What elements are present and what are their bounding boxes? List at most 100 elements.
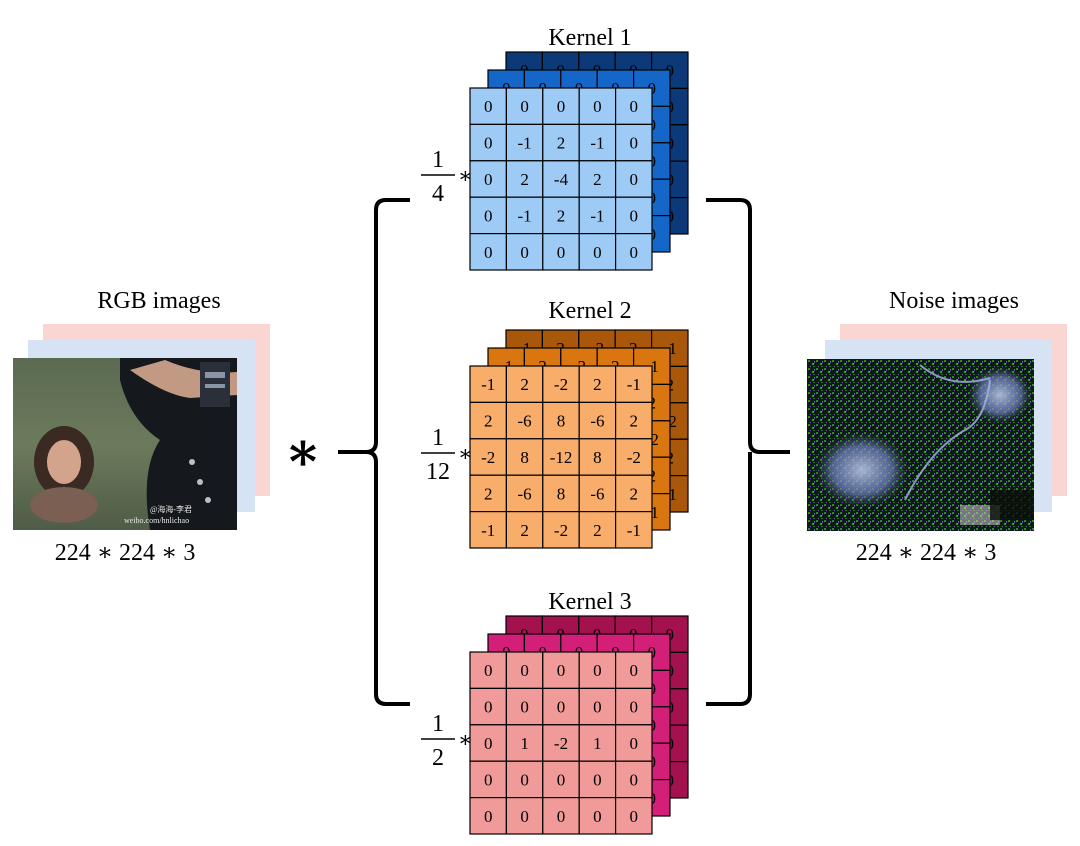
kernel-cell-value: 0: [630, 97, 639, 116]
kernel-cell-value: 0: [557, 807, 566, 826]
kernel-cell-value: 0: [593, 770, 602, 789]
kernel-cell-value: 0: [484, 243, 493, 262]
kernel-cell-value: 0: [557, 243, 566, 262]
kernel-cell: [542, 438, 580, 476]
watermark-line2: weibo.com/hnlichao: [124, 516, 189, 525]
kernel-cell-value: 0: [484, 661, 493, 680]
kernel-cell: [578, 160, 617, 198]
kernel-cell: [614, 87, 653, 126]
kernel-cell-value: 2: [520, 170, 529, 189]
kernel-cell-value: -6: [518, 412, 532, 431]
kernel-cell: [505, 401, 544, 440]
kernel-cell-value: 0: [484, 206, 493, 225]
scale-multiply-sign: ∗: [458, 441, 473, 466]
kernel-cell: [614, 511, 653, 549]
kernel-cell-value: 2: [557, 134, 566, 153]
output-noise-image: [807, 359, 1034, 531]
kernel-title: Kernel 1: [548, 25, 631, 51]
kernel-cell-value: -2: [554, 375, 568, 394]
kernel-cell-value: -2: [481, 448, 495, 467]
kernel-cell-value: 0: [557, 698, 566, 717]
kernel-cell-value: 0: [557, 661, 566, 680]
kernel-cell: [614, 760, 653, 799]
scale-denominator: 4: [432, 181, 444, 207]
kernel-cell-value: 2: [557, 206, 566, 225]
kernel-cell-value: -1: [590, 206, 604, 225]
kernel-cell: [614, 196, 653, 235]
kernel-cell: [469, 438, 508, 476]
kernel-cell: [505, 796, 544, 835]
kernel-cell-value: 0: [593, 698, 602, 717]
scale-denominator: 2: [432, 745, 444, 771]
kernel-cell-value: -2: [554, 521, 568, 540]
kernel-cell: [614, 438, 653, 476]
kernel-cell-value: -6: [590, 484, 604, 503]
input-photo: @海海-李君 weibo.com/hnlichao: [13, 358, 237, 530]
kernel-group: Kernel 1000000-12-1002-4200-12-100000000…: [421, 25, 689, 835]
kernel-cell: [614, 123, 653, 162]
kernel-cell: [614, 724, 653, 762]
kernel-cell-value: 0: [557, 97, 566, 116]
kernel-cell-value: 1: [593, 734, 602, 753]
kernel-cell-value: -2: [627, 448, 641, 467]
kernel-cell-value: 0: [520, 770, 529, 789]
kernel-cell: [542, 87, 580, 126]
right-brace: [706, 198, 790, 706]
kernel-cell-value: 0: [630, 170, 639, 189]
kernel-cell-value: 2: [484, 412, 493, 431]
kernel-cell-value: 0: [593, 661, 602, 680]
input-image-stack: RGB images @海海-李君 weibo.com/hnlichao 224…: [13, 288, 270, 566]
kernel-cell: [505, 724, 544, 762]
kernel-cell-value: 2: [630, 484, 639, 503]
kernel-cell: [542, 401, 580, 440]
kernel-cell-value: -12: [550, 448, 573, 467]
kernel-cell-value: 2: [520, 521, 529, 540]
kernel-cell: [542, 796, 580, 835]
kernel-cell-value: 2: [593, 170, 602, 189]
kernel-cell-value: 0: [630, 698, 639, 717]
kernel-cell-value: -1: [518, 134, 532, 153]
kernel-cell: [469, 796, 508, 835]
output-dims: 224 ∗ 224 ∗ 3: [856, 540, 997, 566]
kernel-cell: [578, 365, 617, 404]
convolution-operator: ∗: [284, 422, 321, 482]
kernel-cell-value: 0: [630, 770, 639, 789]
kernel-cell-value: 0: [484, 97, 493, 116]
kernel-cell: [469, 760, 508, 799]
kernel-cell-value: 2: [520, 375, 529, 394]
kernel-title: Kernel 2: [548, 298, 631, 324]
kernel-cell-value: 0: [520, 661, 529, 680]
kernel-cell-value: 0: [593, 97, 602, 116]
kernel-cell: [505, 511, 544, 549]
left-brace: [338, 198, 410, 706]
kernel-cell-value: 0: [630, 734, 639, 753]
input-title: RGB images: [97, 288, 220, 314]
kernel-cell-value: 2: [593, 375, 602, 394]
kernel-cell: [469, 651, 508, 690]
kernel-cell-value: 0: [520, 807, 529, 826]
kernel-cell-value: 8: [520, 448, 529, 467]
kernel-cell: [469, 233, 508, 271]
kernel-cell: [578, 687, 617, 726]
kernel-cell-value: -1: [481, 521, 495, 540]
kernel-title: Kernel 3: [548, 589, 631, 615]
kernel-cell-value: 0: [630, 206, 639, 225]
scale-numerator: 1: [432, 147, 444, 173]
kernel-cell-value: 0: [630, 807, 639, 826]
scale-numerator: 1: [432, 425, 444, 451]
kernel-1: Kernel 1000000-12-1002-4200-12-100000000…: [421, 25, 689, 271]
kernel-cell-value: 0: [484, 698, 493, 717]
kernel-cell-value: -1: [518, 206, 532, 225]
kernel-cell-value: 8: [593, 448, 602, 467]
kernel-cell: [614, 401, 653, 440]
kernel-cell-value: -1: [627, 375, 641, 394]
kernel-cell: [469, 365, 508, 404]
kernel-cell: [578, 796, 617, 835]
kernel-cell: [542, 687, 580, 726]
kernel-cell: [505, 687, 544, 726]
kernel-cell: [505, 651, 544, 690]
kernel-cell: [614, 796, 653, 835]
kernel-cell: [542, 365, 580, 404]
output-image-stack: Noise images 224 ∗ 224 ∗ 3: [807, 288, 1067, 566]
